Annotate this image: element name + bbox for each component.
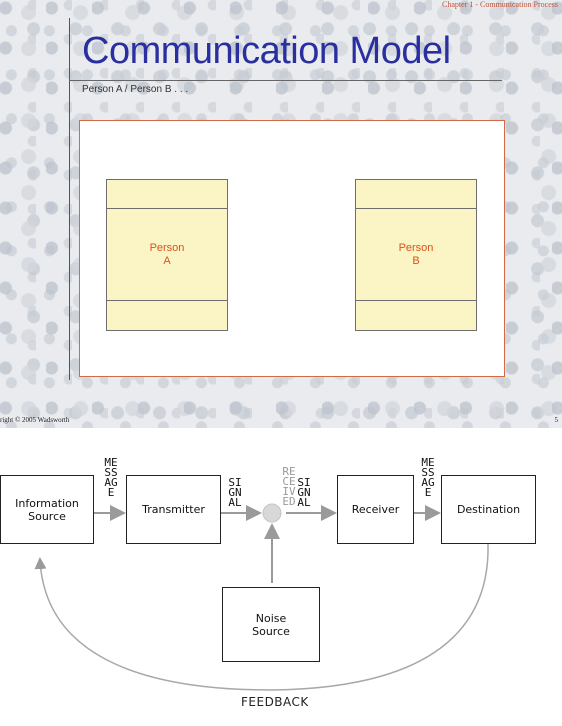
person-a-box: Person A bbox=[106, 179, 228, 331]
slide-chapter-label: Chapter 1 - Communication Process bbox=[442, 0, 558, 9]
information-source-box: Information Source bbox=[0, 475, 94, 544]
feedback-curve bbox=[34, 543, 489, 691]
noise-source-box: Noise Source bbox=[222, 587, 320, 662]
person-b-box: Person B bbox=[355, 179, 477, 331]
person-a-bottom-divider bbox=[107, 300, 227, 301]
message-label-left: MESSAGE bbox=[104, 456, 118, 499]
person-b-top-divider bbox=[356, 208, 476, 209]
transmitter-box: Transmitter bbox=[126, 475, 221, 544]
slide-horizontal-rule bbox=[69, 80, 502, 81]
message-label-right: MESSAGE bbox=[421, 456, 435, 499]
signal-label-left: SIGNAL bbox=[228, 476, 242, 509]
person-a-label: Person A bbox=[149, 242, 185, 267]
receiver-box: Receiver bbox=[337, 475, 414, 544]
slide-title: Communication Model bbox=[82, 30, 451, 72]
slide-page-number: 5 bbox=[554, 416, 559, 424]
signal-label-right: SIGNAL bbox=[297, 476, 311, 509]
slide-copyright: right © 2005 Wadsworth bbox=[0, 416, 70, 424]
slide-content-box: Person A Person B bbox=[79, 120, 505, 377]
diagram-connectors bbox=[34, 503, 489, 691]
slide-subtitle: Person A / Person B . . . bbox=[82, 84, 189, 95]
channel-node bbox=[262, 503, 282, 523]
person-b-bottom-divider bbox=[356, 300, 476, 301]
slide-communication-model: Chapter 1 - Communication Process Commun… bbox=[0, 0, 562, 428]
feedback-label: FEEDBACK bbox=[241, 695, 309, 709]
person-b-label: Person B bbox=[398, 242, 434, 267]
received-label: RECEIVED bbox=[282, 465, 296, 508]
slide-vertical-rule bbox=[69, 18, 70, 380]
person-a-top-divider bbox=[107, 208, 227, 209]
destination-box: Destination bbox=[441, 475, 536, 544]
shannon-communication-diagram: Information Source Transmitter Receiver … bbox=[0, 440, 562, 726]
